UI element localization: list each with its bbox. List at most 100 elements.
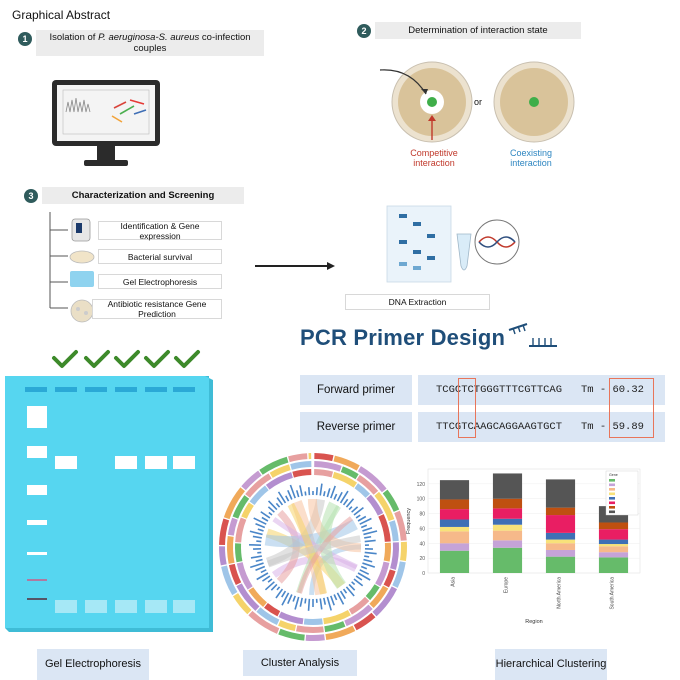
chord-ring-segment bbox=[357, 466, 387, 493]
chord-histogram-bar bbox=[292, 595, 296, 602]
chord-ring-segment bbox=[288, 453, 308, 463]
chord-ring-segment bbox=[314, 453, 334, 462]
chord-histogram-bar bbox=[289, 484, 296, 499]
bar-segment bbox=[492, 473, 523, 499]
bar-segment bbox=[492, 518, 523, 525]
legend-swatch bbox=[609, 488, 615, 491]
gel-icon bbox=[70, 271, 94, 287]
arrow-icon bbox=[255, 262, 335, 270]
chord-histogram-bar bbox=[363, 530, 378, 536]
chord-histogram-bar bbox=[360, 565, 368, 570]
chord-ring-segment bbox=[389, 520, 399, 542]
chord-ring-segment bbox=[382, 489, 400, 512]
bar-segment bbox=[598, 539, 629, 545]
chord-histogram-bar bbox=[342, 588, 348, 594]
step-1-label: Isolation of P. aeruginosa-S. aureus co-… bbox=[36, 30, 264, 56]
chord-ring-segment bbox=[235, 517, 247, 543]
chord-ring-segment bbox=[400, 541, 407, 561]
chord-ring-segment bbox=[333, 455, 360, 471]
chord-histogram-bar bbox=[319, 598, 323, 610]
pcr-title: PCR Primer Design bbox=[300, 325, 506, 350]
chord-ring-segment bbox=[278, 611, 304, 625]
chord-ring-segment bbox=[256, 607, 280, 626]
chord-histogram-bar bbox=[255, 565, 266, 571]
chord-ring-segment bbox=[324, 621, 346, 633]
chord-histogram-bar bbox=[308, 487, 311, 496]
chord-histogram-bar bbox=[295, 490, 300, 498]
chord-histogram-bar bbox=[249, 530, 263, 536]
chord-ring-segment bbox=[245, 473, 272, 498]
chord-ring-segment bbox=[227, 536, 235, 564]
bar-segment bbox=[545, 556, 576, 573]
chord-histogram-bar bbox=[359, 569, 370, 575]
forward-primer-label: Forward primer bbox=[300, 375, 412, 405]
bar-segment bbox=[545, 515, 576, 533]
bar-segment bbox=[439, 499, 470, 510]
forward-primer-row: TCGCTCTGGGTTTCGTTCAG Tm - 60.32 bbox=[418, 375, 665, 405]
bar-segment bbox=[545, 543, 576, 550]
chord-ring-segment bbox=[394, 510, 407, 541]
reverse-primer-seq: TTCGTCAAGCAGGAAGTGCT bbox=[436, 421, 563, 433]
x-axis-label: Region bbox=[525, 619, 542, 625]
legend-swatch bbox=[609, 506, 615, 509]
chord-histogram-bar bbox=[270, 583, 278, 591]
chord-diagram bbox=[219, 453, 407, 641]
y-tick-label: 60 bbox=[419, 526, 425, 532]
bar-segment bbox=[545, 532, 576, 540]
bar-segment bbox=[545, 479, 576, 508]
bar-segment bbox=[598, 546, 629, 553]
competitive-label: Competitive interaction bbox=[410, 148, 458, 168]
chord-histogram-bar bbox=[275, 588, 284, 599]
chord-ring-segment bbox=[248, 610, 280, 634]
chord-histogram-bar bbox=[364, 555, 370, 558]
coexisting-label: Coexisting interaction bbox=[509, 148, 553, 168]
chord-ring-segment bbox=[344, 604, 373, 627]
chord-ring-segment bbox=[365, 584, 380, 601]
bar-segment bbox=[598, 552, 629, 558]
step-3-label: Characterization and Screening bbox=[42, 187, 244, 204]
x-tick-label: North America bbox=[557, 577, 563, 609]
bar-segment bbox=[598, 557, 629, 573]
bar-segment bbox=[545, 539, 576, 544]
chord-ring-segment bbox=[219, 518, 230, 546]
x-tick-label: Europe bbox=[504, 577, 510, 593]
screening-item: Antibiotic resistance Gene Prediction bbox=[92, 299, 222, 319]
chord-histogram-bar bbox=[351, 581, 356, 586]
caption-cluster: Cluster Analysis bbox=[243, 650, 357, 676]
bar-segment bbox=[439, 543, 470, 551]
chord-ring-segment bbox=[378, 514, 391, 542]
chord-ring-segment bbox=[354, 483, 371, 498]
chord-histogram-bar bbox=[359, 517, 372, 525]
chord-histogram-bar bbox=[319, 483, 323, 496]
bar-segment bbox=[598, 529, 629, 540]
chord-histogram-bar bbox=[253, 517, 267, 525]
chord-histogram-bar bbox=[275, 502, 281, 508]
forward-primer-seq: TCGCTCTGGGTTTCGTTCAG bbox=[436, 384, 563, 396]
chord-histogram-bar bbox=[267, 578, 273, 583]
chord-histogram-bar bbox=[304, 491, 307, 496]
chord-histogram-bar bbox=[323, 491, 326, 497]
check-icon bbox=[114, 350, 140, 368]
tm-highlight bbox=[609, 378, 654, 438]
sequence-highlight bbox=[458, 378, 476, 438]
chord-histogram-bar bbox=[255, 523, 266, 529]
chord-histogram-bar bbox=[357, 515, 367, 522]
chord-link bbox=[264, 519, 358, 548]
chord-histogram-bar bbox=[357, 572, 371, 581]
chord-histogram-bar bbox=[345, 586, 355, 597]
y-tick-label: 120 bbox=[417, 482, 426, 488]
primer-icon bbox=[508, 323, 557, 347]
chord-ring-segment bbox=[235, 543, 243, 563]
chord-ring-segment bbox=[340, 466, 359, 480]
legend-swatch bbox=[609, 501, 615, 505]
chord-ring-segment bbox=[221, 565, 238, 596]
petri-dish-icon bbox=[379, 61, 575, 143]
bar-segment bbox=[492, 498, 523, 509]
bar-segment bbox=[439, 550, 470, 573]
screening-item: Bacterial survival bbox=[98, 249, 222, 264]
chord-histogram-bar bbox=[330, 595, 335, 606]
chord-histogram-bar bbox=[353, 578, 364, 587]
chord-ring-segment bbox=[356, 474, 379, 495]
legend-swatch bbox=[609, 492, 615, 496]
chord-histogram-bar bbox=[342, 498, 349, 506]
